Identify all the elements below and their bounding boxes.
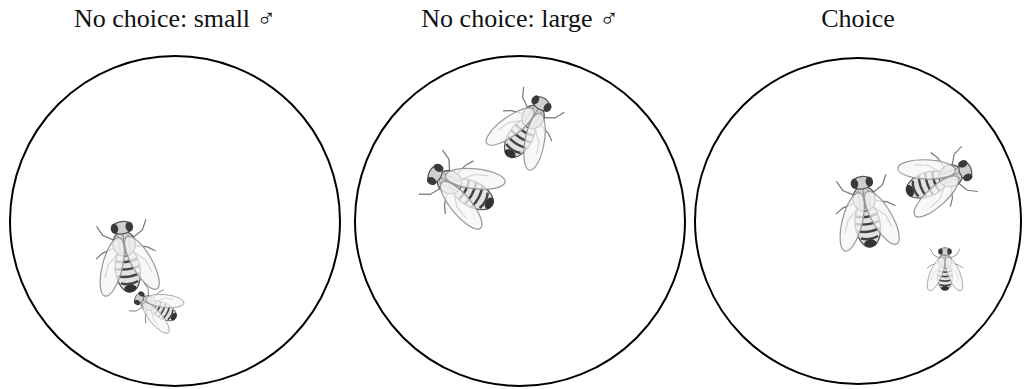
arena-outline bbox=[10, 56, 340, 386]
arena-outline bbox=[695, 58, 1021, 384]
arena-panel: No choice: large ♂ bbox=[350, 4, 690, 389]
arena-panel: No choice: small ♂ bbox=[5, 4, 345, 389]
arena-circle bbox=[350, 51, 690, 389]
panel-heading: No choice: large ♂ bbox=[350, 4, 690, 34]
panel-heading: Choice bbox=[690, 4, 1024, 34]
arena-circle bbox=[690, 53, 1024, 389]
arena-panel: Choice bbox=[690, 4, 1024, 389]
arena-circle bbox=[5, 51, 345, 389]
arena-outline bbox=[355, 56, 685, 386]
panel-heading: No choice: small ♂ bbox=[5, 4, 345, 34]
